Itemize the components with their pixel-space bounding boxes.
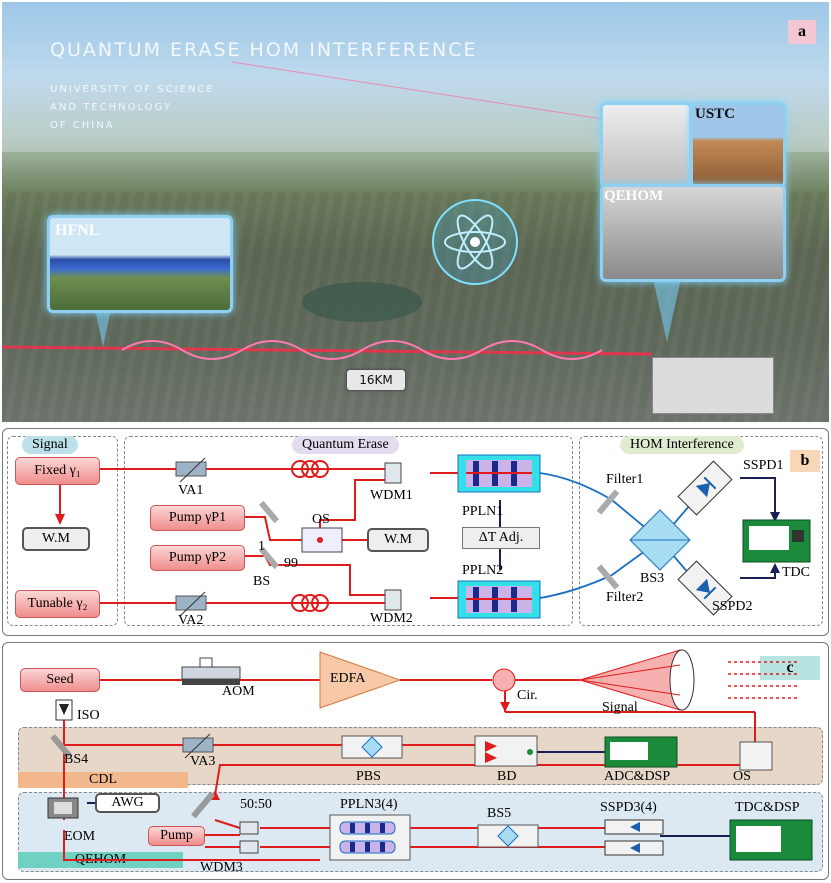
signal-tag: Signal: [22, 436, 78, 454]
panel-c-corner-label: c: [760, 656, 820, 680]
bs-label: BS: [253, 574, 270, 590]
adc-label: ADC&DSP: [604, 769, 670, 785]
wdm2-label: WDM2: [370, 611, 413, 627]
edfa-label: EDFA: [330, 671, 366, 687]
awg-label: AWG: [111, 795, 143, 811]
distance-badge: 16KM: [347, 370, 405, 390]
bs-port-1-label: 1: [258, 539, 265, 555]
sspd1-label: SSPD1: [743, 458, 783, 474]
tunable-label: Tunable γ₂: [28, 596, 88, 612]
iso-label: ISO: [77, 708, 100, 724]
qehom-tag: QEHOM: [18, 852, 183, 868]
cir-label: Cir.: [517, 688, 538, 704]
eom-label: EOM: [64, 829, 95, 845]
ppln2-label: PPLN2: [462, 563, 503, 579]
fixed-laser-box: Fixed γ₁: [15, 457, 100, 485]
site-label-qehom: QEHOM: [604, 188, 663, 205]
sspd34-label: SSPD3(4): [600, 800, 657, 816]
ground-station: [652, 357, 774, 414]
aom-label: AOM: [222, 684, 255, 700]
pump1-label: Pump γP1: [169, 510, 226, 526]
wdm3-label: WDM3: [200, 860, 243, 876]
telescope-photo: [600, 102, 692, 188]
pump-c-box: Pump: [148, 826, 205, 846]
signal-c-label: Signal: [602, 700, 638, 716]
seed-label: Seed: [46, 672, 73, 688]
filter2-label: Filter2: [606, 590, 643, 606]
site-label-hfnl: HFNL: [55, 222, 99, 240]
bs-port-99-label: 99: [284, 556, 298, 572]
pump2-box: Pump γP2: [150, 545, 245, 571]
ppln34-label: PPLN3(4): [340, 797, 398, 813]
seed-box: Seed: [20, 668, 100, 692]
bs5-label: BS5: [487, 806, 511, 822]
fixed-label: Fixed γ₁: [34, 463, 80, 479]
tdc-label: TDC: [782, 565, 810, 581]
tdc-dsp-label: TDC&DSP: [735, 800, 800, 816]
va2-label: VA2: [178, 613, 203, 629]
wm2-box: W.M: [367, 528, 429, 552]
os-label: OS: [312, 512, 330, 528]
filter1-label: Filter1: [606, 472, 643, 488]
pbs-label: PBS: [356, 769, 381, 785]
wm1-label: W.M: [42, 531, 70, 547]
tunable-laser-box: Tunable γ₂: [15, 590, 100, 618]
pump1-box: Pump γP1: [150, 505, 245, 531]
bs3-label: BS3: [640, 571, 664, 587]
va1-label: VA1: [178, 483, 203, 499]
fifty-fifty-label: 50:50: [240, 797, 272, 813]
ppln1-label: PPLN1: [462, 504, 503, 520]
hom-tag: HOM Interference: [620, 436, 744, 454]
panel-b-corner-label: b: [790, 450, 820, 472]
qe-tag: Quantum Erase: [292, 436, 399, 454]
sspd2-label: SSPD2: [712, 599, 752, 615]
site-label-ustc: USTC: [695, 106, 735, 123]
wm1-box: W.M: [22, 527, 90, 551]
bs4-label: BS4: [64, 752, 88, 768]
panel-a-scene: QUANTUM ERASE HOM INTERFERENCE UNIVERSIT…: [2, 2, 829, 422]
va3-label: VA3: [190, 754, 215, 770]
pump-c-label: Pump: [160, 828, 193, 844]
pump2-label: Pump γP2: [169, 550, 226, 566]
awg-box: AWG: [95, 793, 160, 813]
cdl-tag: CDL: [18, 772, 188, 788]
os-c-label: OS: [733, 769, 751, 785]
dt-adj-label: ΔT Adj.: [479, 530, 524, 546]
bd-label: BD: [497, 769, 516, 785]
dt-adj-box: ΔT Adj.: [462, 527, 540, 549]
wm2-label: W.M: [384, 532, 412, 548]
wdm1-label: WDM1: [370, 488, 413, 504]
